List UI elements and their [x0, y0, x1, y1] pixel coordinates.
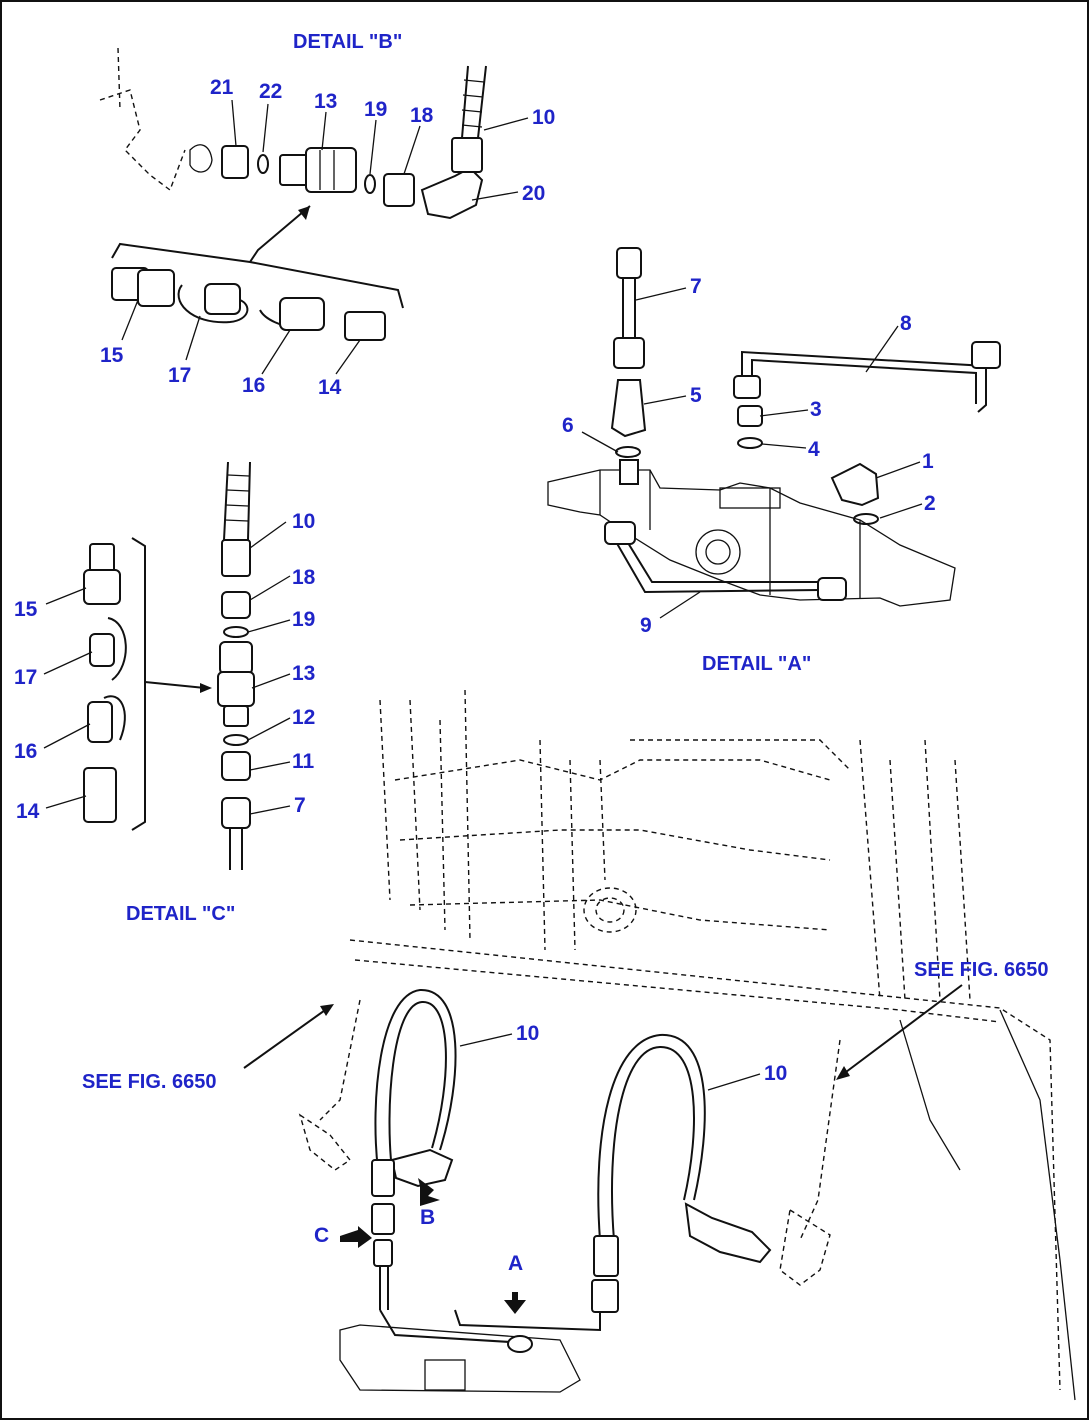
view-marker-c: C	[314, 1224, 329, 1247]
part-number-2: 2	[924, 492, 936, 515]
part-number-1: 1	[922, 450, 934, 473]
part-number-8: 8	[900, 312, 912, 335]
part-number-10: 10	[764, 1062, 787, 1085]
main-view-drawing	[243, 689, 1076, 1401]
part-number-15: 15	[100, 344, 124, 367]
part-number-10: 10	[292, 510, 315, 533]
part-number-16: 16	[242, 374, 265, 397]
part-number-13: 13	[292, 662, 315, 685]
part-number-18: 18	[292, 566, 316, 589]
detail-c-title: DETAIL "C"	[126, 903, 235, 925]
part-number-16: 16	[14, 740, 37, 763]
part-number-13: 13	[314, 90, 337, 113]
detail-c-drawing	[83, 461, 255, 870]
detail-a-title: DETAIL "A"	[702, 653, 811, 675]
part-number-22: 22	[259, 80, 282, 103]
part-number-21: 21	[210, 76, 234, 99]
part-number-20: 20	[522, 182, 545, 205]
detail-b-title: DETAIL "B"	[293, 31, 402, 53]
part-number-19: 19	[292, 608, 315, 631]
part-number-4: 4	[808, 438, 820, 461]
part-number-14: 14	[318, 376, 342, 399]
view-marker-b: B	[420, 1206, 435, 1229]
detail-b-drawing	[99, 47, 487, 341]
part-number-19: 19	[364, 98, 387, 121]
part-number-7: 7	[294, 794, 306, 817]
part-number-9: 9	[640, 614, 652, 637]
view-marker-a: A	[508, 1252, 523, 1275]
part-number-6: 6	[562, 414, 574, 437]
part-number-12: 12	[292, 706, 315, 729]
part-number-18: 18	[410, 104, 434, 127]
see-fig-reference-right: SEE FIG. 6650	[914, 959, 1049, 981]
part-number-5: 5	[690, 384, 702, 407]
part-number-15: 15	[14, 598, 38, 621]
part-number-11: 11	[292, 750, 315, 773]
part-number-14: 14	[16, 800, 40, 823]
part-number-10: 10	[532, 106, 555, 129]
leader-lines	[43, 99, 923, 1091]
see-fig-reference-left: SEE FIG. 6650	[82, 1071, 217, 1093]
part-number-17: 17	[168, 364, 191, 387]
detail-a-drawing	[547, 247, 1001, 607]
part-number-17: 17	[14, 666, 37, 689]
part-number-10: 10	[516, 1022, 539, 1045]
part-number-3: 3	[810, 398, 822, 421]
part-number-7: 7	[690, 275, 702, 298]
